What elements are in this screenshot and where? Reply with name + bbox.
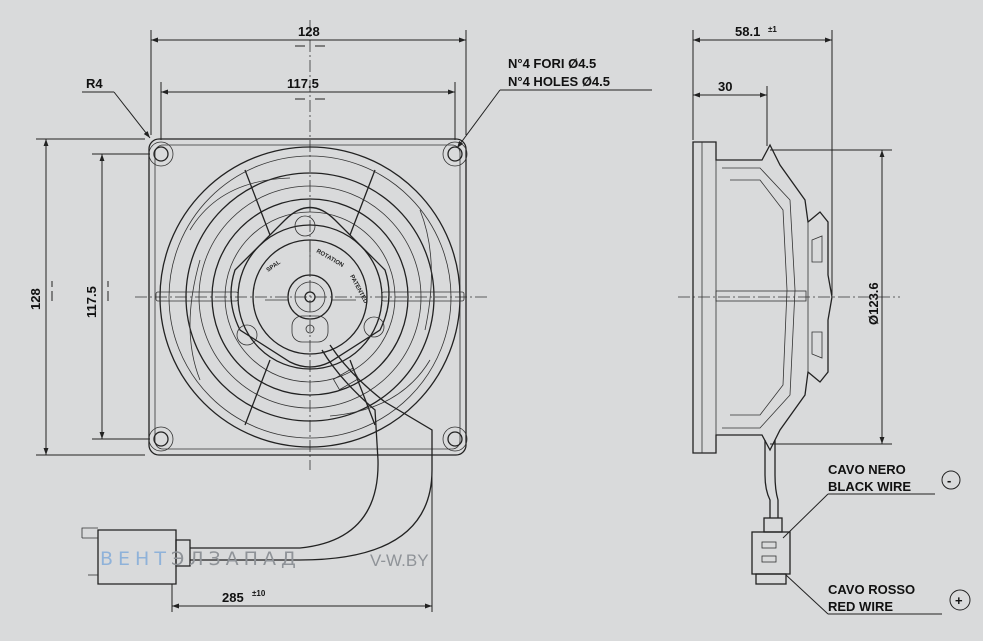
width-holes-label: 117.5 bbox=[287, 76, 319, 91]
watermark-site: V-W.BY bbox=[370, 551, 429, 570]
hub-patented-text: PATENTED bbox=[348, 274, 368, 305]
side-view: 58.1 ±1 30 Ø123.6 CAVO NERO BLACK WIRE -… bbox=[678, 24, 971, 615]
red-wire-en-label: RED WIRE bbox=[828, 599, 893, 614]
side-cable-connector bbox=[751, 440, 791, 585]
diameter-label: Ø123.6 bbox=[866, 282, 881, 325]
plus-sign-label: + bbox=[955, 593, 963, 608]
depth-frame-label: 30 bbox=[718, 79, 732, 94]
red-wire-it-label: CAVO ROSSO bbox=[828, 582, 915, 597]
holes-callout: N°4 FORI Ø4.5 N°4 HOLES Ø4.5 bbox=[456, 56, 652, 149]
front-view: SPAL ROTATION PATENTED 128 117. bbox=[28, 20, 652, 612]
fan-frame bbox=[148, 138, 467, 456]
corner-radius-label: R4 bbox=[86, 76, 103, 91]
holes-it-label: N°4 FORI Ø4.5 bbox=[508, 56, 596, 71]
dim-height-outer: 128 bbox=[28, 138, 145, 456]
plus-sign-circle bbox=[949, 589, 971, 611]
front-cable bbox=[81, 344, 433, 585]
width-outer-label: 128 bbox=[298, 24, 320, 39]
watermark-part1: ВЕНТ bbox=[100, 548, 171, 570]
holes-en-label: N°4 HOLES Ø4.5 bbox=[508, 74, 610, 89]
side-body bbox=[692, 141, 833, 454]
dim-diameter: Ø123.6 bbox=[770, 149, 892, 445]
hub-rotation-text: ROTATION bbox=[315, 249, 344, 269]
dim-width-outer: 128 bbox=[150, 24, 467, 135]
depth-tol-label: ±1 bbox=[768, 25, 777, 34]
corner-radius-callout: R4 bbox=[82, 76, 151, 139]
watermark-part2: ЭЛЗАПАД bbox=[170, 548, 301, 570]
cable-tol-label: ±10 bbox=[252, 589, 266, 598]
dim-cable-length: 285 ±10 bbox=[171, 470, 433, 612]
minus-sign-label: - bbox=[947, 473, 951, 488]
watermark-text: ВЕНТЭЛЗАПАД bbox=[100, 548, 301, 570]
mounting-holes bbox=[148, 141, 468, 452]
height-holes-label: 117.5 bbox=[84, 286, 99, 318]
black-wire-callout: CAVO NERO BLACK WIRE - bbox=[782, 462, 961, 539]
black-wire-it-label: CAVO NERO bbox=[828, 462, 906, 477]
dim-width-holes: 117.5 bbox=[160, 76, 456, 140]
black-wire-en-label: BLACK WIRE bbox=[828, 479, 911, 494]
depth-total-label: 58.1 bbox=[735, 24, 760, 39]
dim-depth-total: 58.1 ±1 bbox=[692, 24, 833, 295]
dim-height-holes: 117.5 bbox=[84, 153, 150, 440]
red-wire-callout: CAVO ROSSO RED WIRE + bbox=[785, 574, 971, 615]
hub-brand-text: SPAL bbox=[266, 260, 282, 274]
dim-depth-frame: 30 bbox=[693, 79, 768, 146]
minus-sign-circle bbox=[941, 470, 961, 490]
height-outer-label: 128 bbox=[28, 288, 43, 310]
cable-length-label: 285 bbox=[222, 590, 244, 605]
fan-grille bbox=[155, 146, 465, 448]
